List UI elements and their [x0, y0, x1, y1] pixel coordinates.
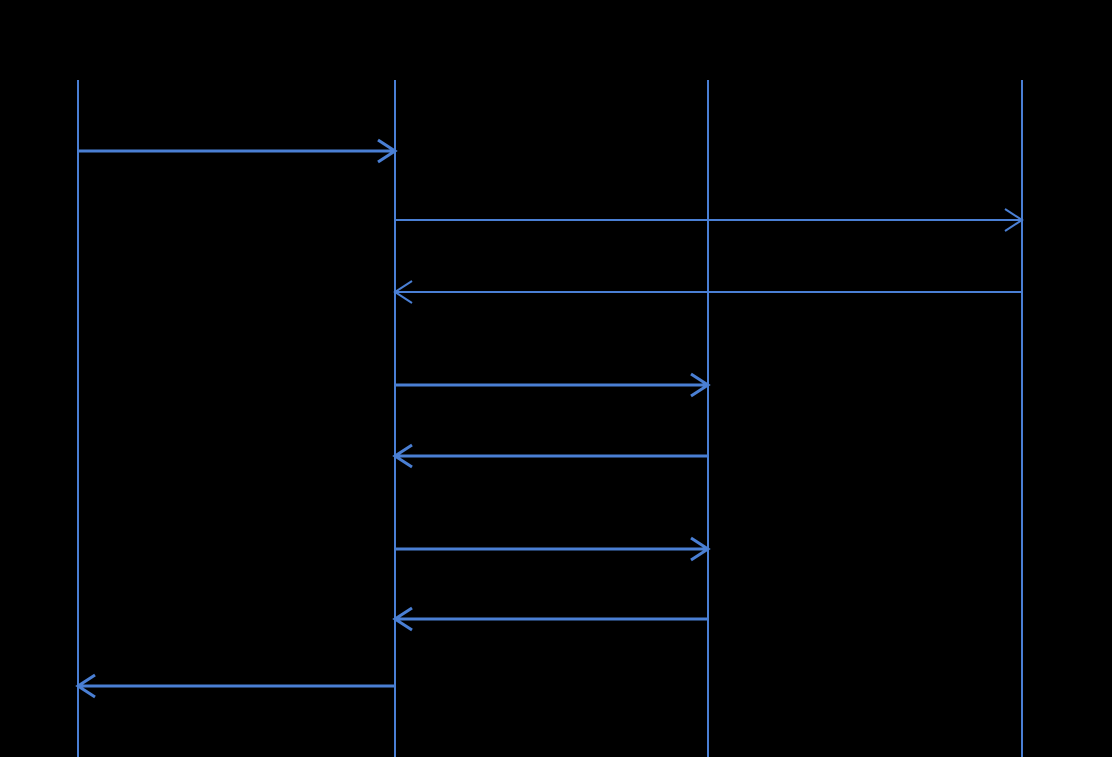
message-arrowhead-4	[690, 372, 711, 398]
message-7	[392, 606, 708, 632]
message-2	[395, 208, 1024, 232]
message-5	[392, 443, 708, 469]
message-3	[393, 280, 1022, 304]
message-6	[395, 536, 711, 562]
message-arrowhead-2	[1004, 208, 1024, 232]
messages-group	[75, 138, 1024, 699]
message-arrowhead-6	[690, 536, 711, 562]
message-arrowhead-8	[75, 673, 96, 699]
message-arrowhead-7	[392, 606, 413, 632]
lifelines-group	[77, 80, 1023, 757]
message-arrowhead-3	[393, 280, 413, 304]
message-arrowhead-5	[392, 443, 413, 469]
message-4	[395, 372, 711, 398]
message-1	[78, 138, 398, 164]
message-arrowhead-1	[377, 138, 398, 164]
message-8	[75, 673, 395, 699]
